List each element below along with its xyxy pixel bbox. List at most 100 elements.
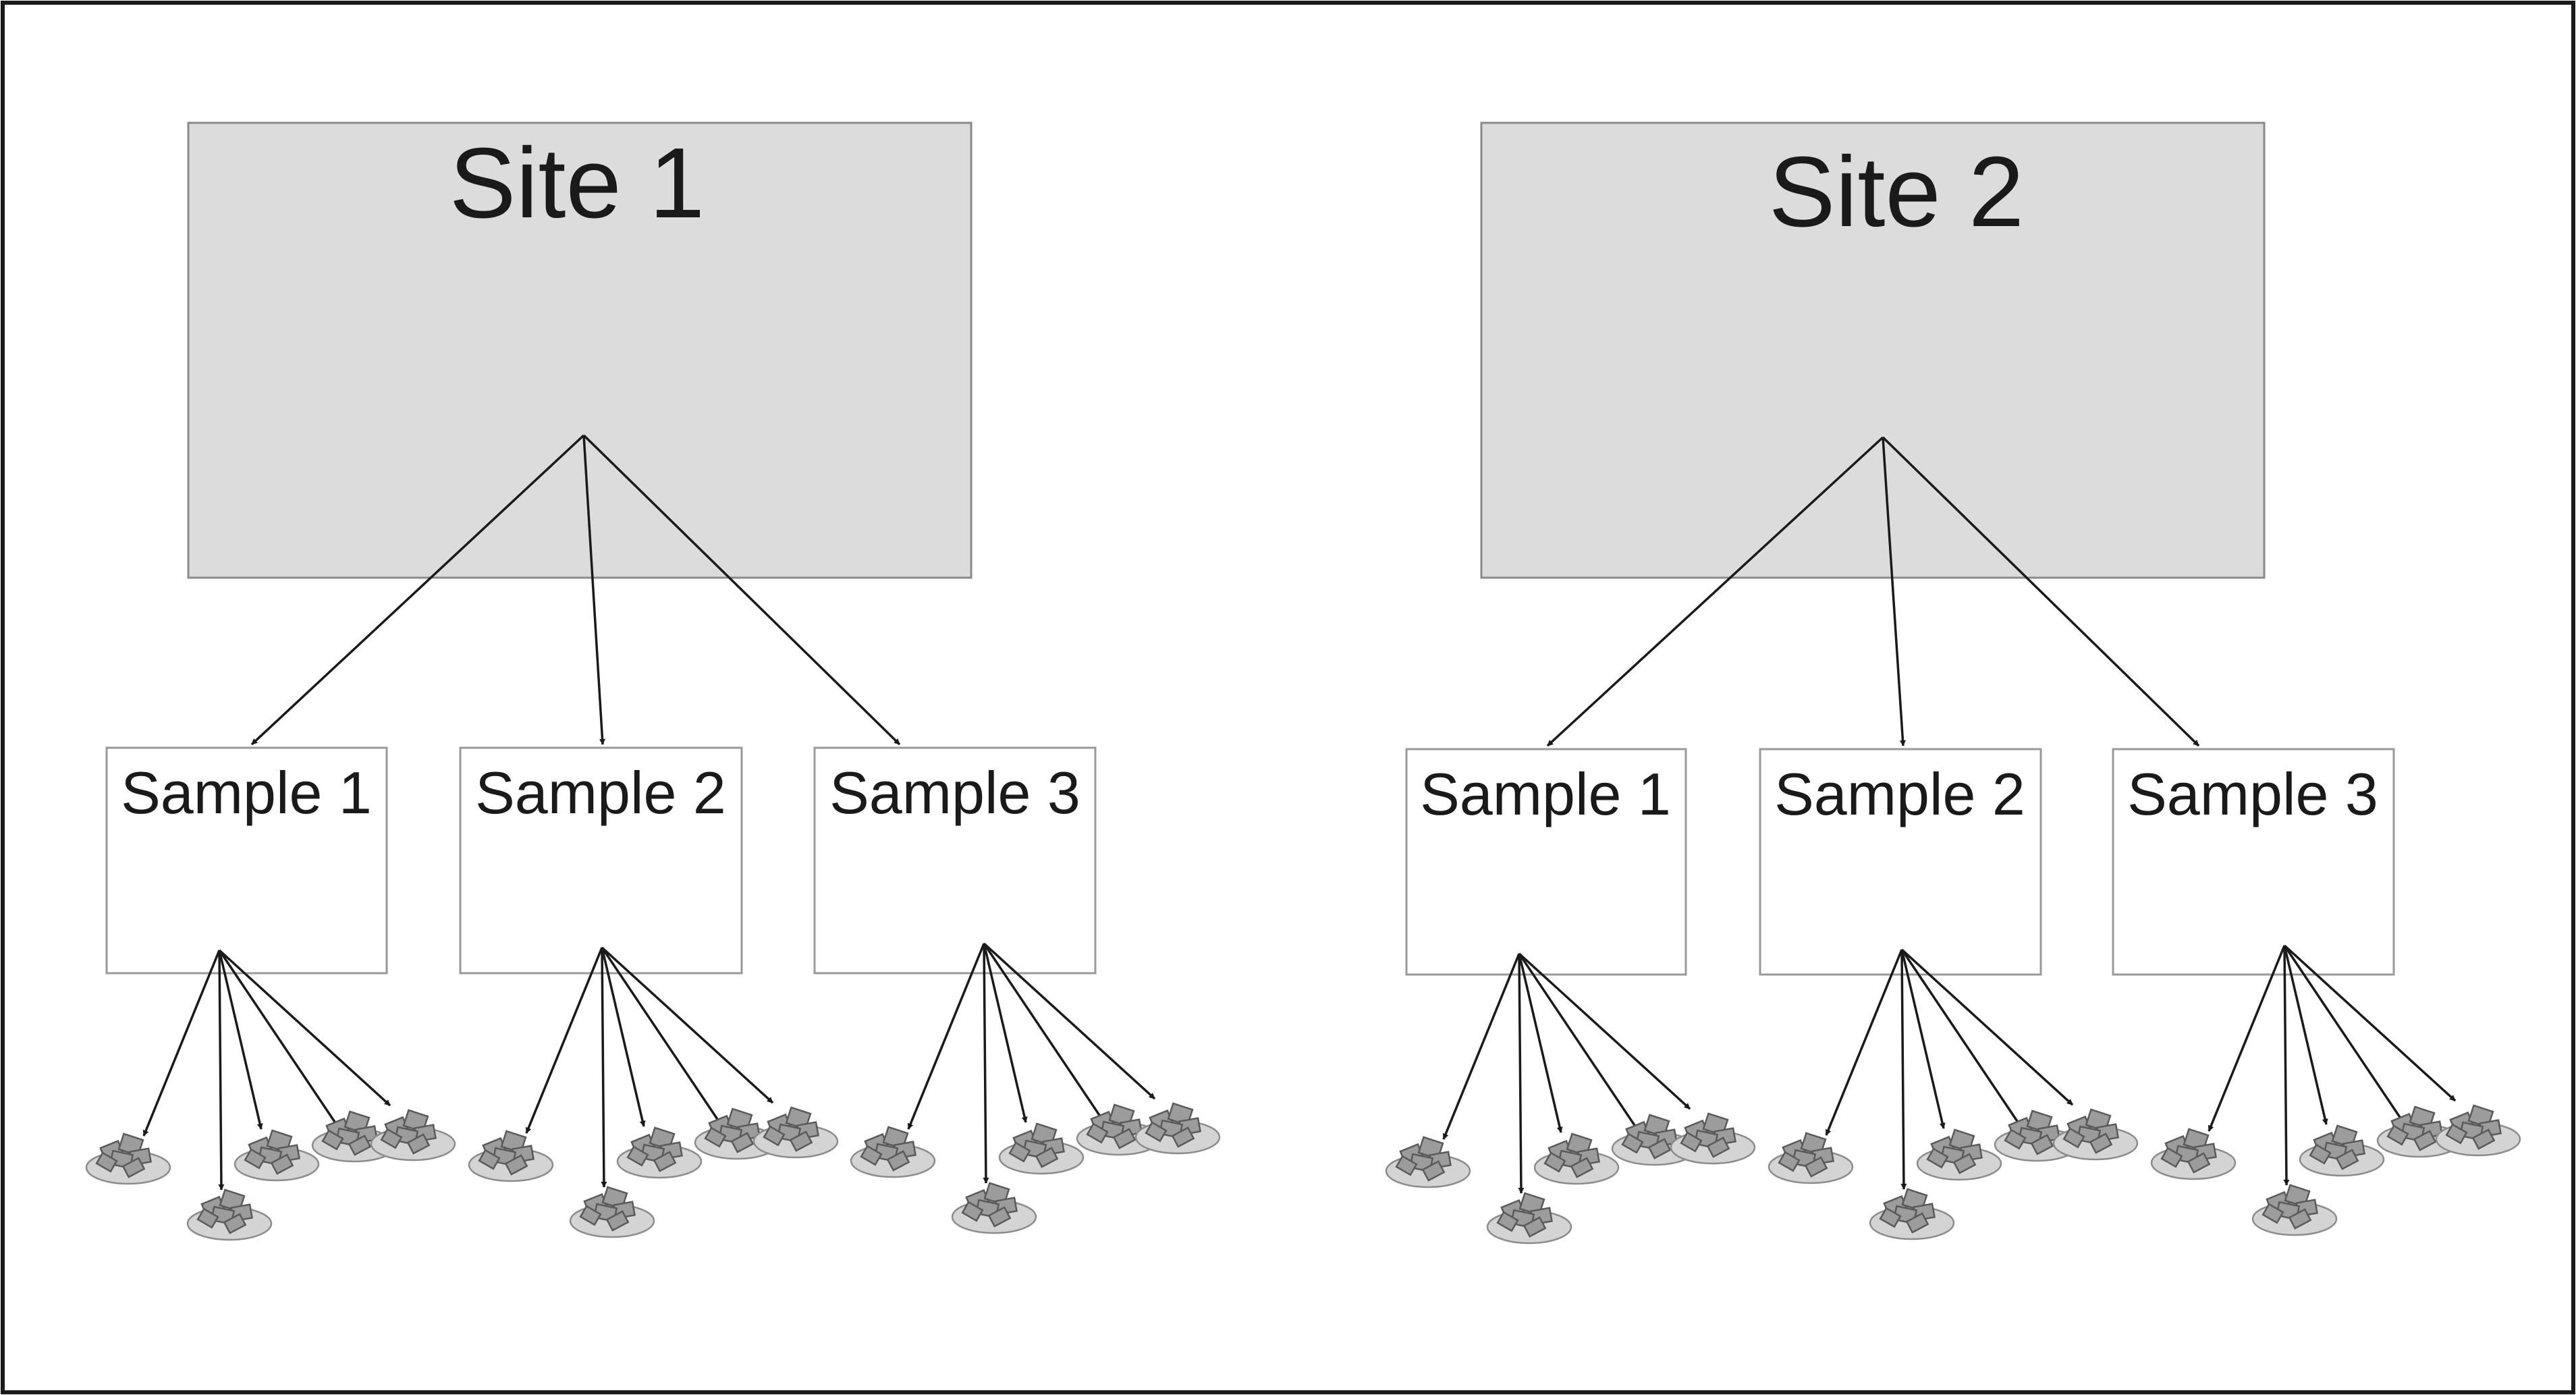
specimen-fragment [2413, 1130, 2437, 1151]
specimen-fragment [478, 1149, 501, 1170]
specimen-fragment [1035, 1147, 1059, 1168]
site-to-sample-arrow [1546, 436, 1884, 747]
specimen-fragment [95, 1151, 118, 1173]
specimen-icon [569, 1186, 655, 1238]
specimen-fragment [730, 1132, 755, 1153]
connector-layer [142, 434, 2457, 1194]
specimen-fragment [1879, 1207, 1902, 1228]
sample-to-specimen-arrow [983, 943, 1028, 1123]
specimen-fragment [196, 1207, 219, 1229]
specimen-fragment [1086, 1122, 1109, 1144]
site-title: Site 1 [449, 128, 705, 239]
sample-to-specimen-arrow [1825, 949, 1903, 1136]
sample-to-specimen-arrow [1900, 949, 1946, 1129]
specimen-fragment [763, 1125, 786, 1147]
sample-title: Sample 2 [475, 759, 726, 826]
specimen-icon [616, 1126, 703, 1179]
sample-to-specimen-arrow [142, 950, 221, 1137]
specimen-fragment [321, 1129, 344, 1151]
specimen-fragment [605, 1210, 630, 1232]
sample-title: Sample 3 [829, 759, 1080, 826]
site-group-1: Site 1 Sample 1 Sample 2 Sample 3 [105, 121, 1097, 975]
sample-box [105, 746, 388, 975]
specimen-fragment [1680, 1131, 1703, 1153]
sample-to-specimen-arrow [1900, 948, 2074, 1106]
specimen-fragment [1421, 1160, 1446, 1182]
specimen-icon [85, 1132, 171, 1185]
specimen-fragment [406, 1133, 431, 1155]
specimen-fragment [2309, 1143, 2332, 1165]
specimen-fragment [579, 1205, 602, 1226]
specimen-fragment [860, 1145, 883, 1166]
specimen-fragment [2288, 1208, 2312, 1230]
specimen-icon [1533, 1132, 1620, 1185]
sample-box [2112, 748, 2395, 976]
specimen-fragment [2445, 1123, 2468, 1145]
specimen-fragment [1112, 1128, 1136, 1149]
sample-to-specimen-arrow [2208, 945, 2286, 1132]
specimen-fragment [1008, 1141, 1031, 1163]
sample-to-specimen-arrow [2283, 944, 2457, 1102]
sample-to-specimen-arrow [2283, 945, 2417, 1142]
sample-to-specimen-arrow [983, 943, 1117, 1140]
sample-to-specimen-arrow [1518, 952, 1691, 1110]
specimen-fragment [2004, 1128, 2027, 1150]
specimen-icon [752, 1106, 839, 1159]
specimen-icon [1670, 1112, 1756, 1165]
site-to-sample-arrow [1882, 437, 1906, 746]
specimen-fragment [1905, 1212, 1929, 1234]
sample-to-specimen-arrow [2283, 945, 2290, 1186]
specimen-fragment [1804, 1156, 1828, 1178]
site-to-sample-arrow [582, 434, 901, 746]
specimen-fragment [704, 1126, 727, 1148]
specimen-fragment [504, 1154, 528, 1176]
site-box [1480, 121, 2266, 579]
sample-to-specimen-arrow [601, 947, 646, 1127]
specimen-fragment [1926, 1147, 1949, 1169]
specimen-fragment [1395, 1155, 1418, 1176]
specimen-icon [1486, 1192, 1572, 1244]
specimen-fragment [2160, 1147, 2183, 1168]
site-to-sample-arrow [250, 434, 585, 746]
site-box [187, 121, 972, 579]
sample-box [459, 746, 743, 975]
specimen-icon [234, 1129, 320, 1182]
sample-to-specimen-arrow [1518, 953, 1563, 1133]
sample-to-specimen-arrow [1518, 953, 1652, 1150]
sample-to-specimen-arrow [218, 950, 225, 1191]
sample-to-specimen-arrow [525, 947, 603, 1134]
specimen-fragment [1145, 1121, 1168, 1143]
specimen-icon [850, 1126, 936, 1178]
specimen-icon [694, 1107, 780, 1160]
sample-to-specimen-arrow [601, 947, 735, 1144]
sample-title: Sample 1 [121, 759, 372, 826]
sample-to-specimen-arrow [983, 942, 1156, 1100]
sample-to-specimen-arrow [1900, 949, 2035, 1146]
specimen-fragment [2262, 1203, 2284, 1224]
specimen-icon [2251, 1184, 2338, 1236]
specimen-fragment [961, 1201, 984, 1222]
specimen-fragment [348, 1134, 372, 1156]
sample-to-specimen-arrow [983, 943, 989, 1184]
sample-group-3: Sample 3 [2112, 748, 2395, 976]
specimen-fragment [1523, 1216, 1547, 1238]
specimen-icon [2052, 1108, 2139, 1161]
sample-to-specimen-arrow [907, 943, 985, 1130]
specimen-icon [1385, 1136, 1471, 1188]
sample-to-specimen-arrow [1518, 953, 1525, 1194]
sample-title: Sample 3 [2127, 761, 2378, 827]
sample-box [1405, 748, 1687, 976]
sample-group-1: Sample 1 [105, 746, 388, 975]
specimen-icon [2435, 1104, 2521, 1157]
specimen-icon [370, 1109, 456, 1161]
specimen-fragment [653, 1151, 677, 1172]
sample-to-specimen-arrow [218, 949, 391, 1107]
specimen-icon [468, 1130, 554, 1182]
sample-group-1: Sample 1 [1405, 748, 1687, 976]
sample-group-2: Sample 2 [459, 746, 743, 975]
specimen-layer [85, 1102, 2521, 1244]
specimen-fragment [2386, 1124, 2409, 1146]
sample-group-3: Sample 3 [813, 746, 1097, 975]
sample-to-specimen-arrow [1900, 949, 1907, 1190]
